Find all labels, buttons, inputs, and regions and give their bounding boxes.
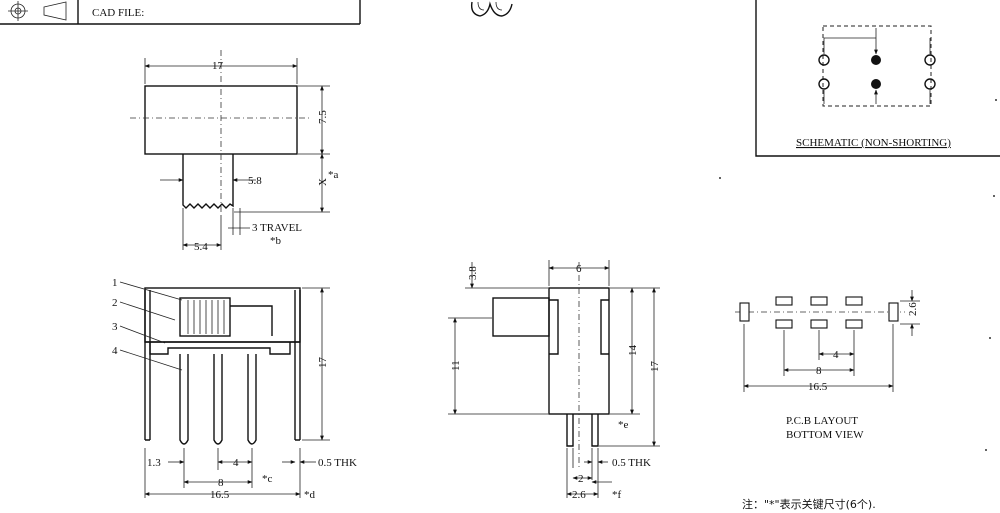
callout-2: 2: [112, 297, 118, 309]
front-pitch-span-dim: 8: [218, 477, 224, 489]
pcb-pad: [810, 296, 828, 306]
edge-marks: [719, 99, 997, 451]
pcb-pad: [810, 319, 828, 329]
pcb-pad: [845, 296, 863, 306]
top-height-dim: 7.5: [317, 110, 329, 124]
company-logo-icon: [470, 1, 513, 17]
title-block: CAD FILE:: [0, 0, 361, 25]
key-d: *d: [304, 489, 316, 501]
pcb-pitch-dim: 4: [833, 349, 839, 361]
pcb-pad: [775, 296, 793, 306]
pcb-layout: 4 8 16.5 2.6 P.C.B LAYOUT BOTTOM VIEW: [735, 290, 920, 441]
side-top-dim: 6: [576, 263, 582, 275]
contact-common-1: [871, 55, 881, 65]
front-view: 1 2 3 4 17 1.3 4 8 *c 16.5 *d 0.5 THK: [112, 277, 357, 501]
top-view: 17 7.5 X *a 5.8 5.4 3 TRAVEL *b: [130, 50, 339, 253]
front-left-dim: 1.3: [147, 457, 161, 469]
key-e: *e: [618, 419, 629, 431]
schematic-label: SCHEMATIC (NON-SHORTING): [796, 137, 951, 149]
schematic-panel: SCHEMATIC (NON-SHORTING): [755, 0, 1000, 157]
side-17-dim: 17: [649, 361, 661, 373]
callout-4: 4: [112, 345, 118, 357]
contact-open-2: [818, 78, 830, 90]
front-thk-dim: 0.5 THK: [318, 457, 357, 469]
projection-symbol-icon: [8, 1, 67, 21]
contact-open-1: [818, 54, 830, 66]
front-height-dim: 17: [317, 357, 329, 369]
front-total-dim: 16.5: [210, 489, 230, 501]
cad-file-label: CAD FILE:: [92, 7, 144, 19]
side-2-dim: 2: [578, 473, 584, 485]
top-width-dim: 17: [212, 60, 224, 72]
callout-3: 3: [112, 321, 118, 333]
side-11-dim: 11: [450, 360, 462, 371]
side-view: 6 3.8 11 14 17 *e 0.5 THK 2 2.6 *f: [448, 260, 661, 501]
contact-open-3: [924, 54, 936, 66]
pcb-label-line1: P.C.B LAYOUT: [786, 415, 858, 427]
travel-dim: 3 TRAVEL: [252, 222, 302, 234]
pcb-mount-pad-right: [888, 302, 899, 322]
pcb-pad: [845, 319, 863, 329]
front-pitch-dim: 4: [233, 457, 239, 469]
side-14-dim: 14: [627, 345, 639, 357]
side-thk-dim: 0.5 THK: [612, 457, 651, 469]
pcb-mount-pad-left: [739, 302, 750, 322]
actuator-offset-dim: 5.4: [194, 241, 208, 253]
pcb-label-line2: BOTTOM VIEW: [786, 429, 864, 441]
side-26-dim: 2.6: [572, 489, 586, 501]
key-dimension-note: 注："*"表示关键尺寸(6个).: [742, 497, 876, 511]
callout-1: 1: [112, 277, 118, 289]
side-actuator-dim: 3.8: [467, 266, 479, 280]
pcb-span-dim: 8: [816, 365, 822, 377]
key-c: *c: [262, 473, 273, 485]
contact-common-2: [871, 79, 881, 89]
key-b: *b: [270, 235, 282, 247]
key-f: *f: [612, 489, 622, 501]
actuator-width-dim: 5.8: [248, 175, 262, 187]
key-a: *a: [328, 169, 339, 181]
pcb-row-dim: 2.6: [907, 302, 919, 316]
pcb-total-dim: 16.5: [808, 381, 828, 393]
x-dim: X: [317, 178, 329, 186]
contact-open-4: [924, 78, 936, 90]
pcb-pad: [775, 319, 793, 329]
